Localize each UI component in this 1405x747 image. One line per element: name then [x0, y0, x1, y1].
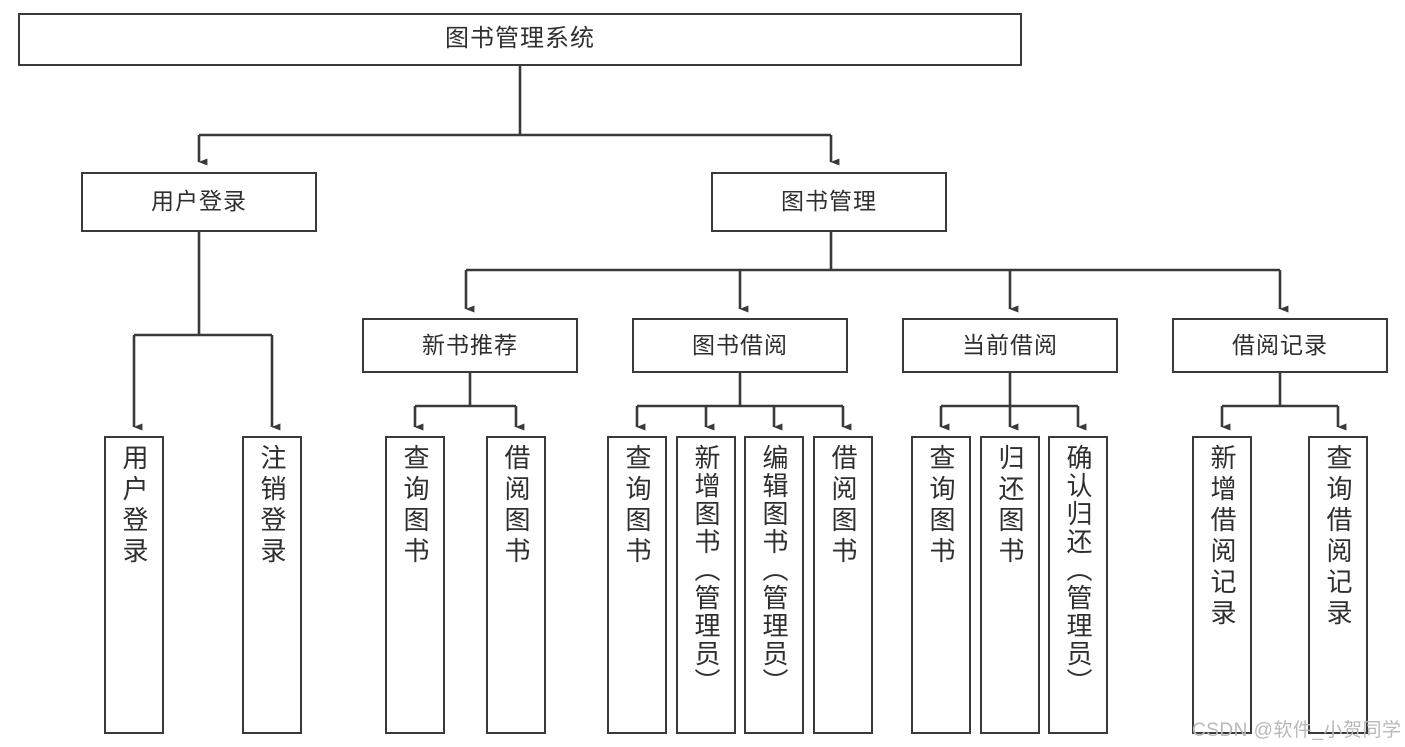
leaf-query-book-borrow[interactable]: 查询图书 [607, 436, 667, 734]
leaf-borrow-book[interactable]: 借阅图书 [813, 436, 873, 734]
node-new-book-recommend[interactable]: 新书推荐 [362, 318, 578, 373]
node-label: 查询借阅记录 [1323, 444, 1353, 630]
node-root-book-management-system[interactable]: 图书管理系统 [18, 13, 1022, 66]
leaf-query-borrow-record[interactable]: 查询借阅记录 [1308, 436, 1368, 734]
node-label: 新增图书（管理员） [691, 444, 721, 696]
node-label: 编辑图书（管理员） [759, 444, 789, 696]
node-label: 注销登录 [257, 444, 287, 568]
node-label: 用户登录 [119, 444, 149, 568]
node-label: 用户登录 [151, 188, 247, 215]
node-label: 图书管理 [781, 188, 877, 215]
leaf-add-borrow-record[interactable]: 新增借阅记录 [1192, 436, 1252, 734]
node-label: 查询图书 [926, 444, 956, 568]
node-label: 借阅记录 [1232, 331, 1328, 358]
node-label: 归还图书 [995, 444, 1025, 568]
node-user-login[interactable]: 用户登录 [81, 172, 317, 232]
node-borrow-record[interactable]: 借阅记录 [1172, 318, 1388, 373]
node-current-borrow[interactable]: 当前借阅 [902, 318, 1118, 373]
node-label: 新增借阅记录 [1207, 444, 1237, 630]
leaf-add-book-admin[interactable]: 新增图书（管理员） [676, 436, 736, 734]
node-label: 查询图书 [400, 444, 430, 568]
node-label: 查询图书 [622, 444, 652, 568]
node-label: 图书管理系统 [445, 25, 595, 53]
leaf-edit-book-admin[interactable]: 编辑图书（管理员） [744, 436, 804, 734]
node-book-manage[interactable]: 图书管理 [711, 172, 947, 232]
leaf-borrow-book-recommend[interactable]: 借阅图书 [486, 436, 546, 734]
leaf-query-book-current[interactable]: 查询图书 [911, 436, 971, 734]
node-book-borrow[interactable]: 图书借阅 [632, 318, 848, 373]
leaf-user-login[interactable]: 用户登录 [104, 436, 164, 734]
leaf-confirm-return-admin[interactable]: 确认归还（管理员） [1048, 436, 1108, 734]
csdn-watermark: CSDN @软件_小贺同学 [1192, 720, 1402, 741]
node-label: 新书推荐 [422, 331, 518, 358]
node-label: 图书借阅 [692, 331, 788, 358]
leaf-query-book-recommend[interactable]: 查询图书 [385, 436, 445, 734]
leaf-return-book[interactable]: 归还图书 [980, 436, 1040, 734]
leaf-logout-login[interactable]: 注销登录 [242, 436, 302, 734]
node-label: 当前借阅 [962, 331, 1058, 358]
node-label: 借阅图书 [828, 444, 858, 568]
node-label: 确认归还（管理员） [1063, 444, 1093, 696]
node-label: 借阅图书 [501, 444, 531, 568]
